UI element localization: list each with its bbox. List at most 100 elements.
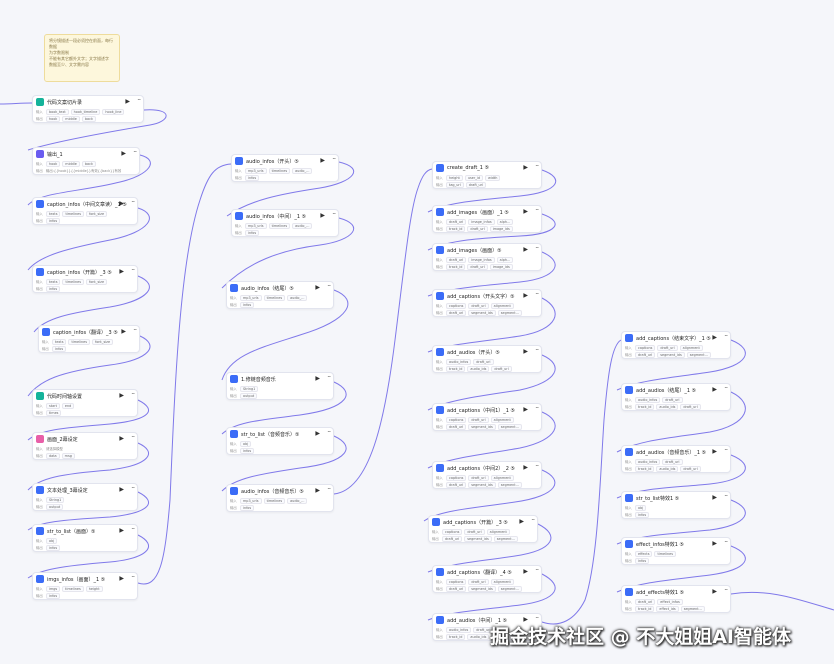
node-header[interactable]: 代码文案切片录▶··· bbox=[33, 96, 143, 108]
run-icon[interactable]: ▶ bbox=[523, 464, 528, 471]
node-header[interactable]: 输出_1▶··· bbox=[33, 148, 139, 160]
run-icon[interactable]: ▶ bbox=[119, 527, 124, 534]
node-header[interactable]: add_captions（翻译）_4 ⑤▶··· bbox=[433, 566, 541, 578]
run-icon[interactable]: ▶ bbox=[519, 518, 524, 525]
sticky-note[interactable]: 将分镜描述一段必须控在前面，每行数据 为字数限制 不能有其它额外文字；文字描述字… bbox=[44, 34, 120, 82]
more-menu-icon[interactable]: ··· bbox=[535, 291, 539, 298]
node-header[interactable]: add_audios（音频音乐）_1 ⑤▶··· bbox=[622, 446, 730, 458]
run-icon[interactable]: ▶ bbox=[315, 284, 320, 291]
run-icon[interactable]: ▶ bbox=[320, 212, 325, 219]
more-menu-icon[interactable]: ··· bbox=[131, 574, 135, 581]
more-menu-icon[interactable]: ··· bbox=[131, 485, 135, 492]
more-menu-icon[interactable]: ··· bbox=[327, 429, 331, 436]
run-icon[interactable]: ▶ bbox=[523, 292, 528, 299]
run-icon[interactable]: ▶ bbox=[712, 386, 717, 393]
node-header[interactable]: add_images（画面）_1 ⑤▶··· bbox=[433, 206, 541, 218]
more-menu-icon[interactable]: ··· bbox=[133, 149, 137, 156]
run-icon[interactable]: ▶ bbox=[315, 487, 320, 494]
run-icon[interactable]: ▶ bbox=[119, 392, 124, 399]
run-icon[interactable]: ▶ bbox=[523, 348, 528, 355]
run-icon[interactable]: ▶ bbox=[523, 568, 528, 575]
run-icon[interactable]: ▶ bbox=[119, 575, 124, 582]
run-icon[interactable]: ▶ bbox=[121, 150, 126, 157]
node-header[interactable]: add_captions（开篇）_3 ⑤▶··· bbox=[429, 516, 537, 528]
run-icon[interactable]: ▶ bbox=[119, 486, 124, 493]
run-icon[interactable]: ▶ bbox=[712, 588, 717, 595]
more-menu-icon[interactable]: ··· bbox=[131, 391, 135, 398]
node-header[interactable]: add_captions（中间2）_2 ⑤▶··· bbox=[433, 462, 541, 474]
node-header[interactable]: str_to_list（音频音乐）⑤▶··· bbox=[227, 428, 333, 440]
more-menu-icon[interactable]: ··· bbox=[131, 434, 135, 441]
more-menu-icon[interactable]: ··· bbox=[535, 163, 539, 170]
run-icon[interactable]: ▶ bbox=[125, 98, 130, 105]
node-header[interactable]: 1.修链音频音乐▶··· bbox=[227, 373, 333, 385]
more-menu-icon[interactable]: ··· bbox=[724, 447, 728, 454]
run-icon[interactable]: ▶ bbox=[523, 164, 528, 171]
more-menu-icon[interactable]: ··· bbox=[137, 97, 141, 104]
node-header[interactable]: create_draft_1 ⑤▶··· bbox=[433, 162, 541, 174]
run-icon[interactable]: ▶ bbox=[712, 540, 717, 547]
node-header[interactable]: add_audios（结尾）_1 ⑤▶··· bbox=[622, 384, 730, 396]
node-header[interactable]: audio_infos（中间）_1 ⑤▶··· bbox=[232, 210, 338, 222]
node-header[interactable]: add_captions（结束文字）_1 ⑤▶··· bbox=[622, 332, 730, 344]
more-menu-icon[interactable]: ··· bbox=[332, 156, 336, 163]
more-menu-icon[interactable]: ··· bbox=[332, 211, 336, 218]
node-header[interactable]: caption_infos（中间文章读）_1 ⑤▶··· bbox=[33, 198, 137, 210]
more-menu-icon[interactable]: ··· bbox=[535, 405, 539, 412]
more-menu-icon[interactable]: ··· bbox=[327, 374, 331, 381]
run-icon[interactable]: ▶ bbox=[523, 616, 528, 623]
node-header[interactable]: audio_infos（结尾）⑤▶··· bbox=[227, 282, 333, 294]
more-menu-icon[interactable]: ··· bbox=[535, 207, 539, 214]
more-menu-icon[interactable]: ··· bbox=[535, 567, 539, 574]
more-menu-icon[interactable]: ··· bbox=[535, 615, 539, 622]
run-icon[interactable]: ▶ bbox=[712, 448, 717, 455]
node-header[interactable]: 画面_2幕设定▶··· bbox=[33, 433, 137, 445]
node-header[interactable]: str_to_list（画面）⑤▶··· bbox=[33, 525, 137, 537]
run-icon[interactable]: ▶ bbox=[119, 268, 124, 275]
more-menu-icon[interactable]: ··· bbox=[724, 493, 728, 500]
more-menu-icon[interactable]: ··· bbox=[131, 199, 135, 206]
run-icon[interactable]: ▶ bbox=[320, 157, 325, 164]
more-menu-icon[interactable]: ··· bbox=[535, 347, 539, 354]
more-menu-icon[interactable]: ··· bbox=[133, 327, 137, 334]
run-icon[interactable]: ▶ bbox=[119, 200, 124, 207]
more-menu-icon[interactable]: ··· bbox=[327, 486, 331, 493]
more-menu-icon[interactable]: ··· bbox=[535, 245, 539, 252]
run-icon[interactable]: ▶ bbox=[523, 406, 528, 413]
node-header[interactable]: caption_infos（开篇）_3 ⑤▶··· bbox=[33, 266, 137, 278]
node-header[interactable]: add_audios（开头）⑤▶··· bbox=[433, 346, 541, 358]
node-header[interactable]: audio_infos（开头）⑤▶··· bbox=[232, 155, 338, 167]
run-icon[interactable]: ▶ bbox=[712, 334, 717, 341]
run-icon[interactable]: ▶ bbox=[119, 435, 124, 442]
more-menu-icon[interactable]: ··· bbox=[724, 333, 728, 340]
more-menu-icon[interactable]: ··· bbox=[131, 526, 135, 533]
run-icon[interactable]: ▶ bbox=[523, 246, 528, 253]
node-header[interactable]: add_captions（开头文字）⑤▶··· bbox=[433, 290, 541, 302]
run-icon[interactable]: ▶ bbox=[523, 208, 528, 215]
